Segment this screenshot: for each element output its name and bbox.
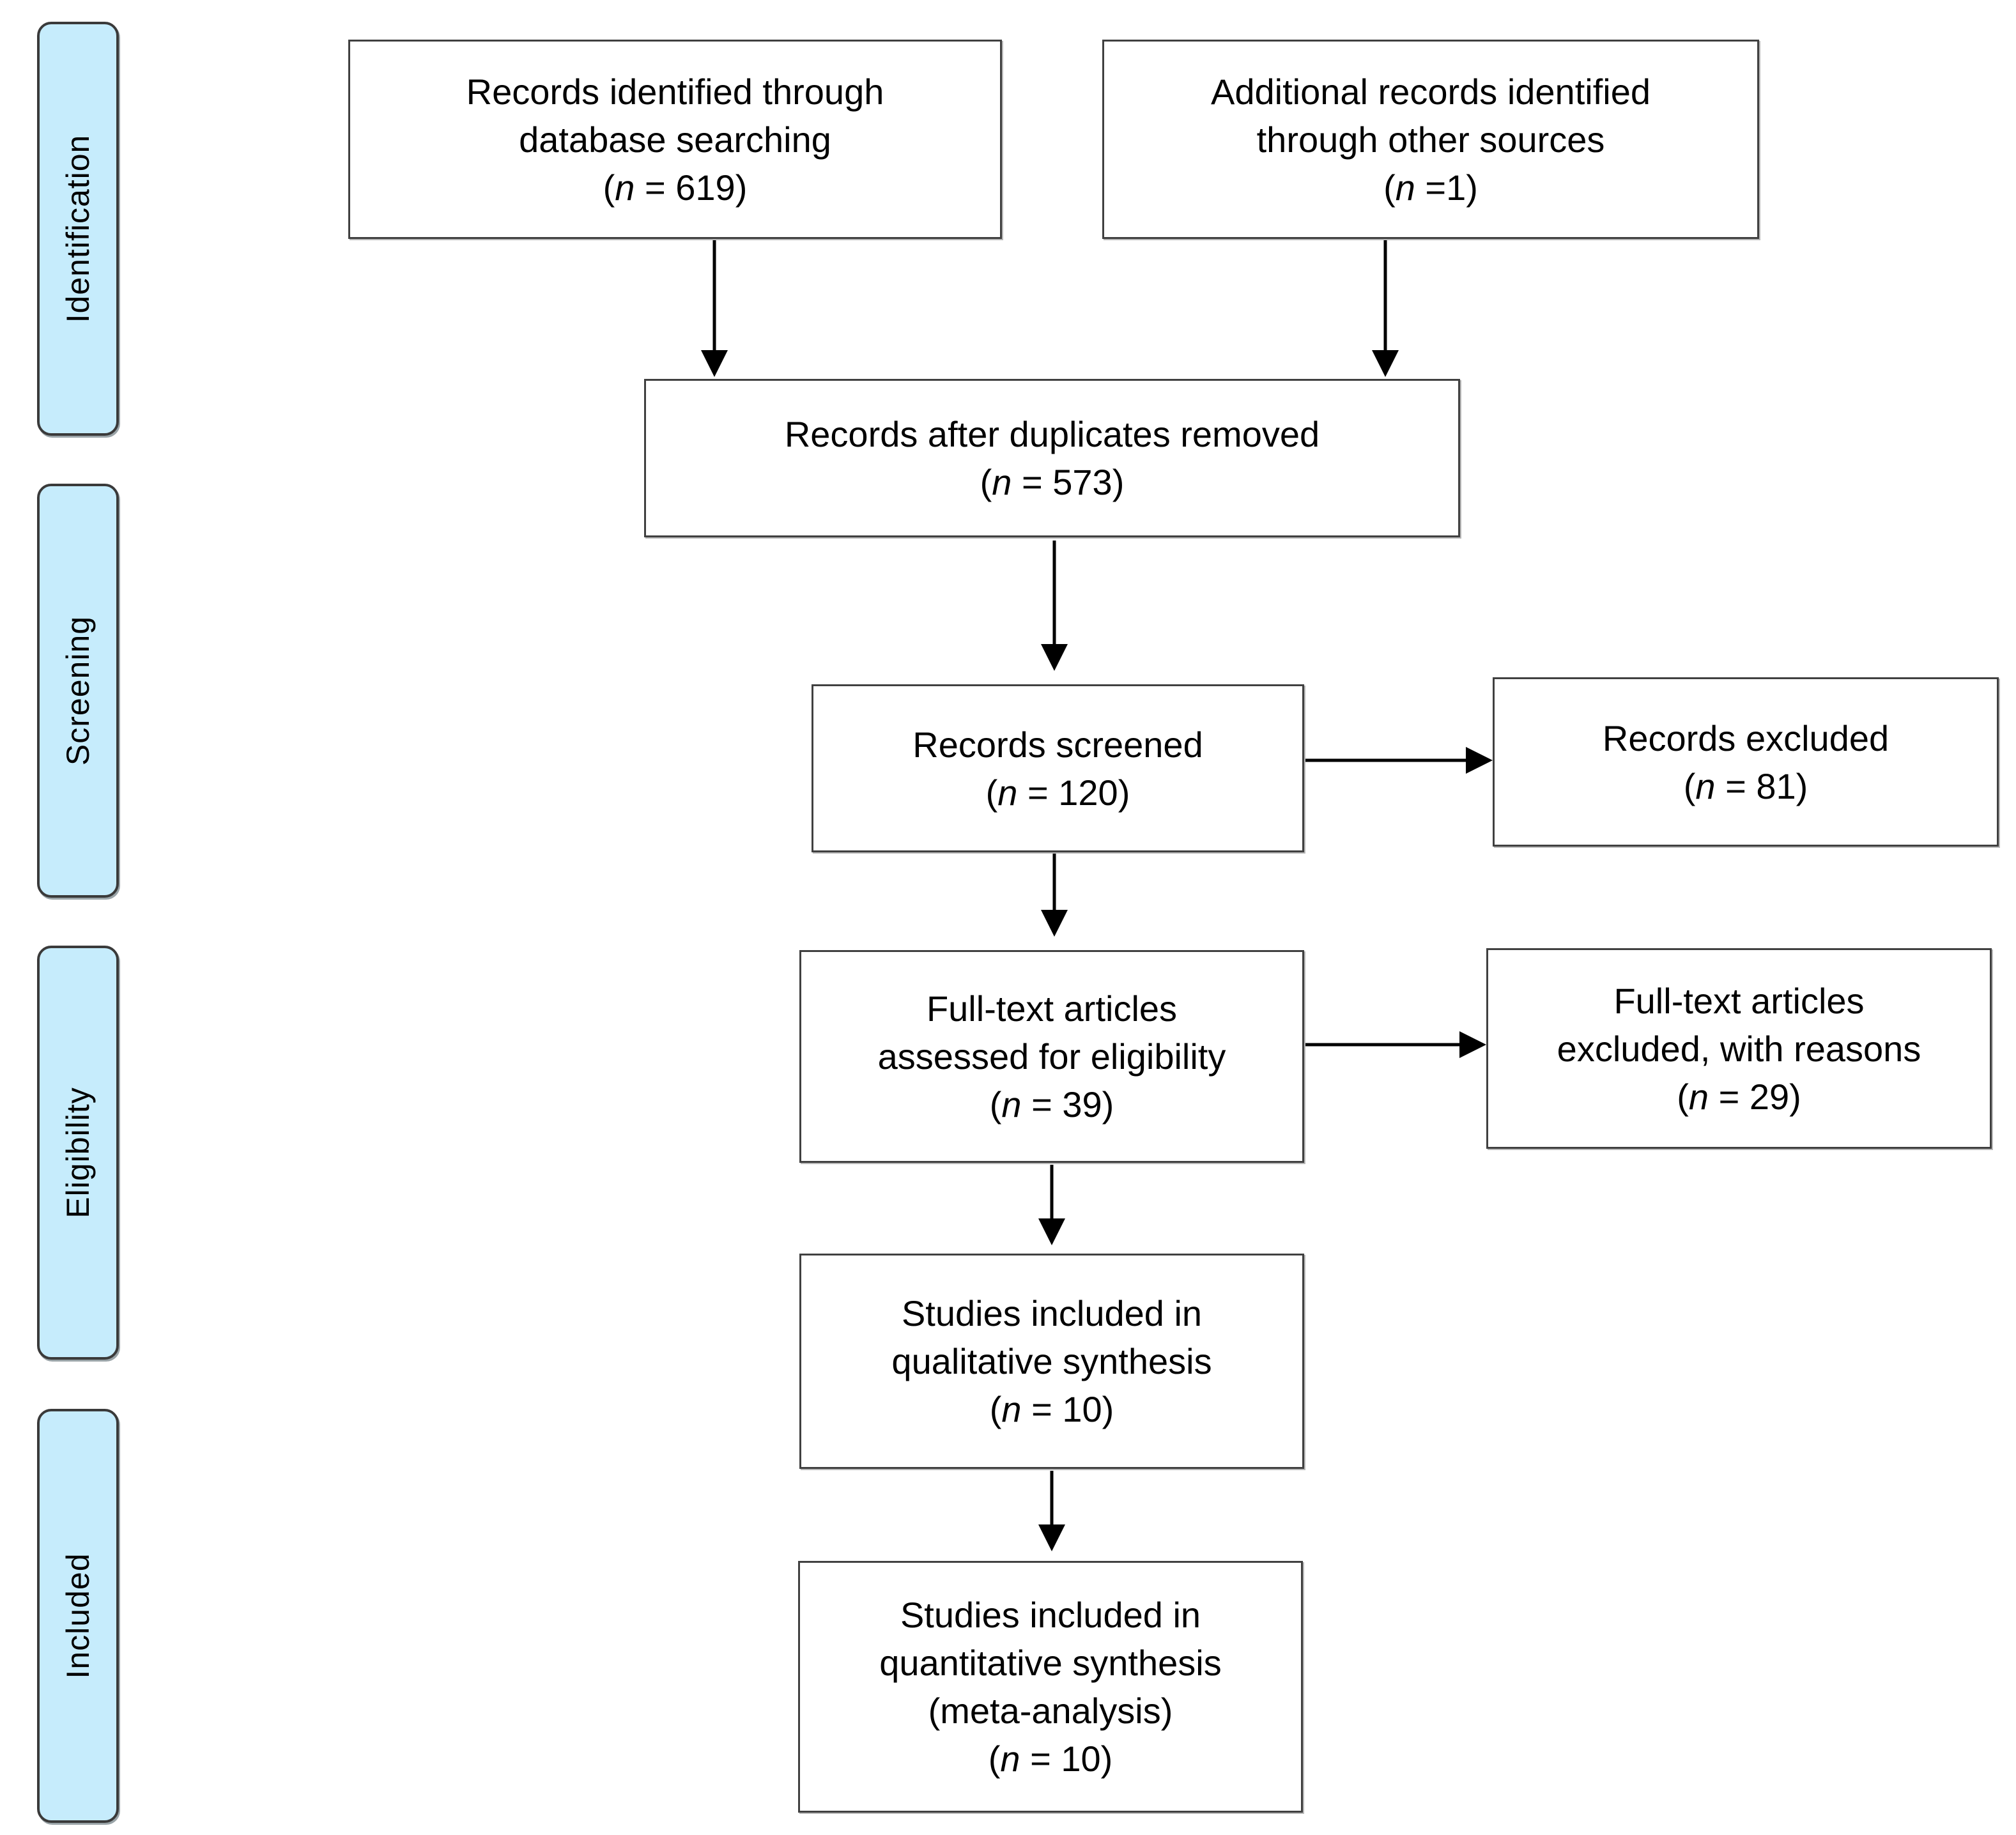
arrowhead-fulltext (1038, 1218, 1065, 1245)
box-line: Records identified through (466, 71, 884, 112)
count-line: (n = 39) (989, 1084, 1114, 1125)
box-fulltext-excluded-text: Full-text articles excluded, with reason… (1557, 977, 1921, 1121)
count-line: (n = 619) (603, 167, 748, 208)
box-line: Full-text articles (1613, 980, 1865, 1021)
phase-included: Included (37, 1409, 119, 1823)
count-line: (n = 10) (988, 1739, 1113, 1779)
phase-screening: Screening (37, 484, 119, 898)
box-after-duplicates: Records after duplicates removed (n = 57… (644, 379, 1460, 537)
box-line: quantitative synthesis (879, 1643, 1222, 1683)
box-line: database searching (519, 119, 831, 160)
arrowhead-database (701, 350, 728, 377)
box-line: assessed for eligibility (877, 1036, 1226, 1077)
box-line: Records excluded (1602, 718, 1889, 758)
box-qualitative-synthesis: Studies included in qualitative synthesi… (799, 1254, 1304, 1469)
arrowhead-fulltext-excluded (1459, 1031, 1486, 1058)
box-database-records: Records identified through database sear… (348, 40, 1002, 239)
box-other-sources: Additional records identified through ot… (1102, 40, 1759, 239)
box-line: Studies included in (900, 1595, 1201, 1635)
box-after-duplicates-text: Records after duplicates removed (n = 57… (785, 410, 1320, 506)
box-qualitative-text: Studies included in qualitative synthesi… (891, 1289, 1212, 1433)
box-fulltext-excluded: Full-text articles excluded, with reason… (1486, 948, 1992, 1149)
arrowhead-screened (1041, 910, 1068, 937)
arrowhead-other (1372, 350, 1399, 377)
box-other-sources-text: Additional records identified through ot… (1211, 68, 1651, 211)
count-line: (n = 81) (1683, 765, 1808, 806)
phase-identification: Identification (37, 22, 119, 436)
box-records-screened-text: Records screened (n = 120) (912, 721, 1203, 817)
box-line: Studies included in (901, 1293, 1203, 1333)
box-line: Records screened (912, 724, 1203, 765)
box-line: Records after duplicates removed (784, 414, 1320, 454)
phase-eligibility: Eligibility (37, 946, 119, 1360)
box-records-excluded: Records excluded (n = 81) (1493, 677, 1999, 847)
box-fulltext-assessed-text: Full-text articles assessed for eligibil… (878, 985, 1226, 1128)
count-line: (n = 29) (1677, 1076, 1801, 1117)
count-line: (n =1) (1383, 167, 1478, 208)
box-line: (meta-analysis) (928, 1691, 1173, 1731)
count-line: (n = 120) (985, 772, 1130, 813)
box-line: excluded, with reasons (1557, 1028, 1921, 1069)
box-records-screened: Records screened (n = 120) (812, 684, 1304, 852)
box-database-text: Records identified through database sear… (466, 68, 884, 211)
arrowhead-qualitative (1038, 1524, 1065, 1551)
box-line: through other sources (1256, 119, 1605, 160)
count-line: (n = 573) (980, 462, 1125, 502)
arrowhead-screened-excluded (1466, 747, 1493, 774)
box-line: qualitative synthesis (891, 1341, 1212, 1381)
box-fulltext-assessed: Full-text articles assessed for eligibil… (799, 950, 1304, 1163)
box-line: Full-text articles (926, 988, 1178, 1029)
box-records-excluded-text: Records excluded (n = 81) (1603, 714, 1889, 810)
box-line: Additional records identified (1211, 71, 1651, 112)
count-line: (n = 10) (989, 1389, 1114, 1429)
arrowhead-duplicates (1041, 644, 1068, 671)
box-quantitative-synthesis: Studies included in quantitative synthes… (798, 1561, 1303, 1813)
box-quantitative-text: Studies included in quantitative synthes… (879, 1591, 1221, 1783)
